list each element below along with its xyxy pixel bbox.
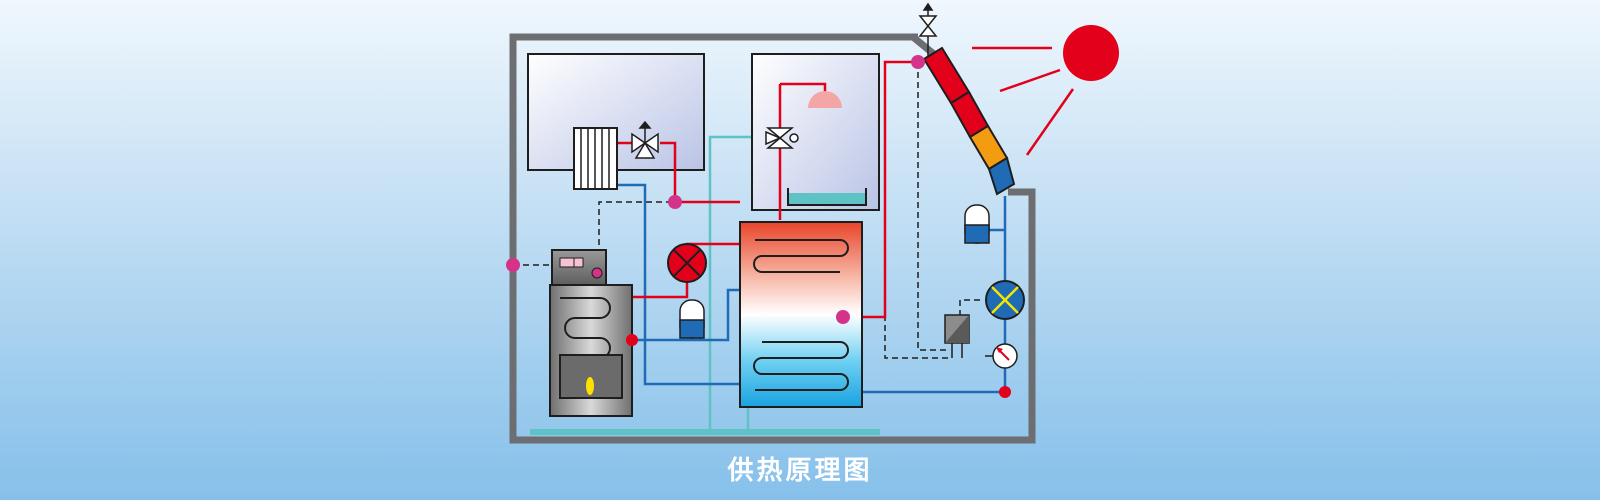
thermostatic-valve-icon — [631, 120, 659, 159]
bathroom — [751, 53, 880, 211]
shower-head-icon — [808, 91, 842, 108]
expansion-tank-icon — [679, 299, 705, 339]
boiler-control-panel — [551, 249, 607, 286]
temperature-sensors — [506, 55, 925, 324]
sun-icon — [972, 25, 1119, 156]
house-outline — [509, 33, 1036, 444]
flame-icon — [586, 377, 594, 395]
solar-collector — [922, 46, 1016, 196]
tank-sensor-icon — [836, 310, 850, 324]
pipe-junctions — [626, 334, 1011, 398]
bathtub-icon — [787, 188, 867, 206]
flow-sensor-icon — [668, 195, 682, 209]
heating-pump-icon — [667, 243, 707, 283]
diagram-title: 供热原理图 — [727, 456, 873, 486]
pressure-gauge-icon — [985, 343, 1018, 369]
boiler — [549, 284, 633, 417]
collector-sensor-icon — [911, 55, 925, 69]
radiator-icon — [573, 127, 618, 190]
air-vent-valve-icon — [918, 2, 938, 56]
mixing-valve-icon — [765, 127, 799, 149]
roof-edge — [910, 34, 938, 58]
outdoor-sensor-icon — [506, 258, 520, 272]
solar-controller — [944, 314, 970, 358]
solar-pump-icon — [985, 280, 1025, 320]
solar-expansion-tank-icon — [964, 204, 990, 244]
